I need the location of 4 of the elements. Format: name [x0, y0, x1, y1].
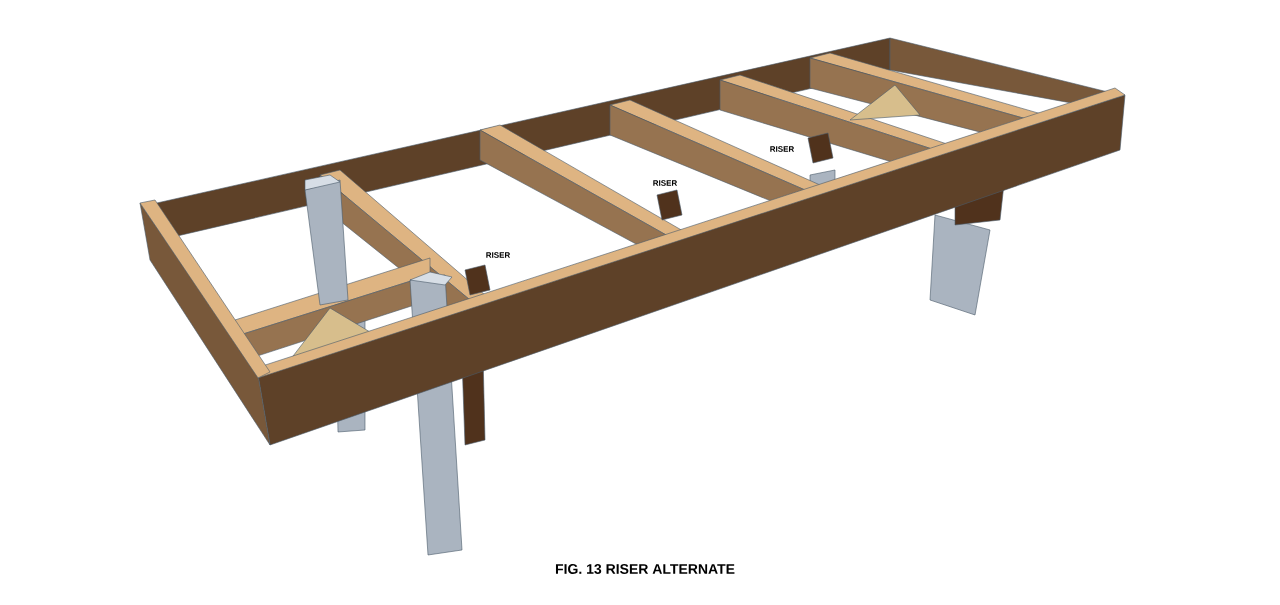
part-label: RISER: [653, 180, 678, 186]
part-label: RISER: [486, 252, 511, 258]
part-label: RISER: [770, 146, 795, 152]
figure-caption: FIG. 13 RISER ALTERNATE: [556, 564, 735, 574]
